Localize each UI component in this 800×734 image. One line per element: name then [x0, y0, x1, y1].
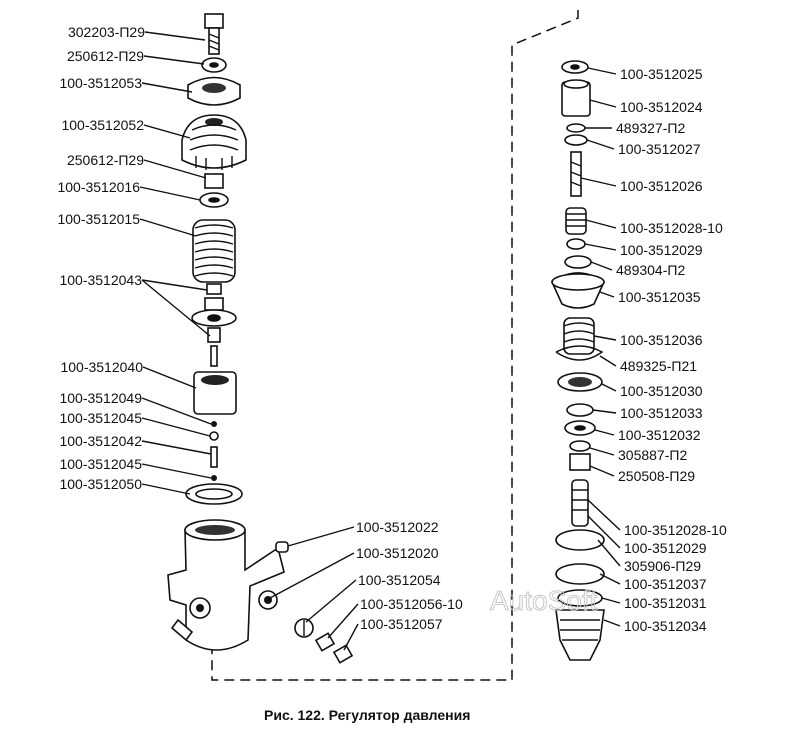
part-label: 100-3512029: [620, 242, 703, 258]
dome-part: [181, 114, 247, 170]
left-labels: 302203-П29 250612-П29 100-3512053 100-35…: [57, 24, 145, 492]
part-label: 100-3512050: [59, 476, 142, 492]
part-label: 100-3512026: [620, 178, 703, 194]
cap-part: [187, 76, 241, 106]
part-label: 100-3512032: [618, 427, 701, 443]
part-label: 100-3512043: [59, 272, 142, 288]
part-label: 100-3512028-10: [624, 522, 727, 538]
part-label: 100-3512027: [618, 141, 701, 157]
part-label: 250612-П29: [67, 152, 144, 168]
figure-caption: Рис. 122. Регулятор давления: [264, 707, 470, 723]
part-label: 100-3512053: [59, 75, 142, 91]
part-label: 100-3512029: [624, 540, 707, 556]
part-label: 305906-П29: [624, 558, 701, 574]
part-label: 100-3512036: [620, 332, 703, 348]
part-label: 100-3512037: [624, 576, 707, 592]
part-label: 100-3512024: [620, 99, 703, 115]
part-label: 305887-П2: [618, 447, 687, 463]
part-label: 100-3512040: [60, 359, 143, 375]
part-label: 489304-П2: [616, 262, 685, 278]
part-label: 100-3512016: [57, 179, 140, 195]
part-label: 250612-П29: [67, 48, 144, 64]
bolt-part: [204, 13, 224, 55]
part-label: 100-3512045: [59, 410, 142, 426]
watermark-text: AutoSoft: [490, 585, 598, 616]
part-label: 100-3512056-10: [360, 596, 463, 612]
left-parts-stack: [167, 13, 354, 664]
spring-part: [192, 219, 236, 283]
dashed-connector: [211, 10, 579, 681]
part-label: 100-3512057: [360, 616, 443, 632]
part-label: 100-3512049: [59, 390, 142, 406]
housing-part: [167, 519, 285, 651]
part-label: 100-3512045: [59, 456, 142, 472]
part-label: 489327-П2: [616, 120, 685, 136]
part-label: 100-3512028-10: [620, 220, 723, 236]
part-label: 100-3512035: [618, 289, 701, 305]
leader-lines: [139, 31, 621, 651]
center-labels: 100-3512022 100-3512020 100-3512054 100-…: [356, 519, 463, 632]
cylinder-part: [193, 371, 237, 415]
part-label: 100-3512052: [61, 117, 144, 133]
part-label: 100-3512033: [620, 405, 703, 421]
right-parts-stack: [550, 60, 606, 661]
part-label: 100-3512030: [620, 383, 703, 399]
part-label: 100-3512042: [59, 433, 142, 449]
part-label: 250508-П29: [618, 468, 695, 484]
part-label: 302203-П29: [68, 24, 145, 40]
part-label: 100-3512020: [356, 545, 439, 561]
part-label: 489325-П21: [620, 358, 697, 374]
part-label: 100-3512031: [624, 595, 707, 611]
part-label: 100-3512054: [358, 572, 441, 588]
part-label: 100-3512025: [620, 66, 703, 82]
part-label: 100-3512034: [624, 618, 707, 634]
part-label: 100-3512022: [356, 519, 439, 535]
part-label: 100-3512015: [57, 211, 140, 227]
right-labels: 100-3512025 100-3512024 489327-П2 100-35…: [616, 66, 727, 634]
